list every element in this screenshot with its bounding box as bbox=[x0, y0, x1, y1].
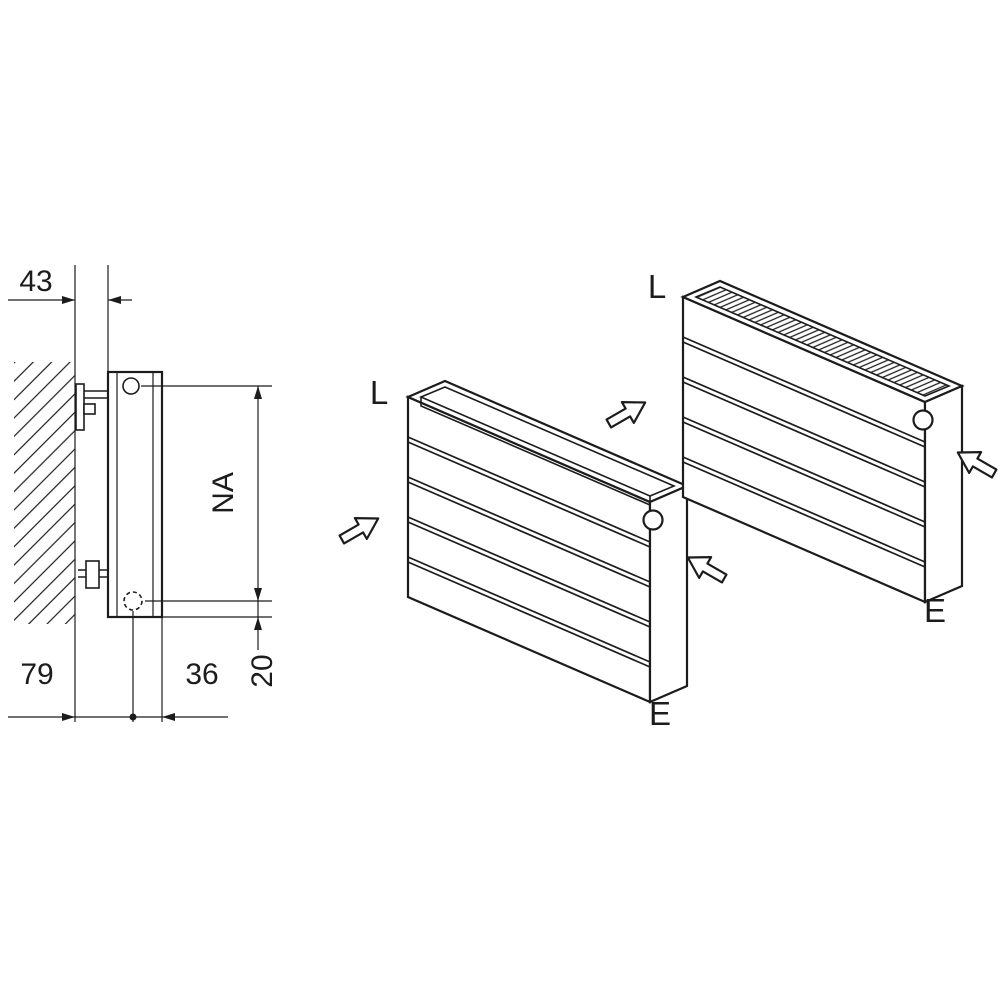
flow-arrow bbox=[601, 391, 653, 435]
arrowhead bbox=[62, 713, 75, 721]
flow-arrow bbox=[334, 507, 386, 551]
arrowhead bbox=[162, 713, 175, 721]
slat-line bbox=[682, 381, 926, 488]
slat-line bbox=[407, 436, 651, 543]
label-drain-e: E bbox=[924, 592, 946, 629]
slat-line bbox=[407, 516, 651, 623]
chain-dot bbox=[129, 713, 137, 721]
lower-bracket-block bbox=[85, 560, 100, 589]
top-opening-depth bbox=[420, 397, 651, 507]
end-face bbox=[923, 384, 964, 604]
flow-arrow bbox=[680, 546, 732, 590]
label-supply-l: L bbox=[648, 268, 666, 305]
slat-line bbox=[682, 416, 926, 523]
dimension-bottom-overhang: 20 bbox=[162, 601, 279, 688]
top-hub-circle bbox=[122, 377, 140, 395]
upper-bracket-plate bbox=[75, 383, 85, 431]
slat-line bbox=[407, 556, 651, 663]
slat-line bbox=[682, 456, 926, 563]
end-face bbox=[648, 484, 689, 704]
dimension-bottom-chain: 79 36 bbox=[8, 611, 228, 722]
slat-line bbox=[682, 461, 926, 568]
arrowhead bbox=[108, 296, 121, 304]
radiator-panel-outline bbox=[106, 370, 164, 619]
label-supply-l: L bbox=[370, 374, 388, 411]
mounting-brackets bbox=[75, 383, 107, 589]
front-slats bbox=[407, 436, 651, 668]
dimension-wall-clearance: 43 bbox=[8, 265, 132, 372]
slat-line bbox=[682, 341, 926, 448]
slat-line bbox=[682, 336, 926, 443]
top-opening-rim bbox=[418, 386, 677, 497]
bracket-clip bbox=[83, 403, 96, 415]
arrowhead bbox=[254, 386, 262, 399]
section-view: 43 NA 20 79 36 bbox=[8, 265, 279, 722]
dimension-hub-distance: NA bbox=[141, 385, 272, 602]
isometric-radiator-open-top: L E bbox=[334, 374, 732, 732]
label-drain-e: E bbox=[649, 695, 671, 732]
slat-line bbox=[407, 481, 651, 588]
front-slats bbox=[682, 336, 926, 568]
radiator-cross-section bbox=[106, 370, 164, 619]
dim-label-79: 79 bbox=[20, 658, 53, 691]
arrowhead bbox=[254, 617, 262, 630]
bottom-pipe-circle-dashed bbox=[123, 591, 143, 611]
isometric-radiator-grille-top: L E bbox=[601, 268, 1000, 629]
pipe-connection-boss bbox=[642, 509, 664, 531]
arrowhead bbox=[254, 588, 262, 601]
dim-label-na: NA bbox=[207, 472, 240, 514]
dim-label-20: 20 bbox=[246, 654, 279, 687]
dim-label-43: 43 bbox=[19, 265, 52, 298]
slat-line bbox=[407, 561, 651, 668]
arrowhead bbox=[62, 296, 75, 304]
slat-line bbox=[407, 521, 651, 628]
wall-hatch bbox=[14, 362, 75, 624]
top-grille bbox=[693, 286, 952, 397]
slat-line bbox=[407, 476, 651, 583]
slat-line bbox=[682, 376, 926, 483]
pipe-connection-boss bbox=[912, 409, 934, 431]
slat-line bbox=[407, 441, 651, 548]
slat-line bbox=[682, 421, 926, 528]
dim-label-36: 36 bbox=[185, 658, 218, 691]
